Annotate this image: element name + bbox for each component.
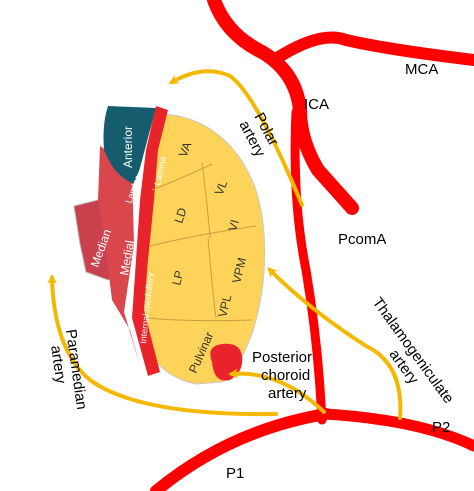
anterior-region <box>103 106 156 184</box>
supply-arrows <box>47 69 403 420</box>
mca-label: MCA <box>405 61 438 78</box>
pcoma-vessel <box>290 107 327 425</box>
ica-label: ICA <box>304 96 329 113</box>
vessels <box>150 0 474 491</box>
svg-text:artery: artery <box>268 385 307 402</box>
lateral-nuclei-region <box>135 113 266 385</box>
posterior-choroid-artery-arrow <box>228 368 326 414</box>
p2-label: P2 <box>432 419 450 436</box>
p2-vessel <box>320 408 474 452</box>
svg-text:artery: artery <box>47 344 69 385</box>
svg-text:choroid: choroid <box>261 367 310 384</box>
internal-medullary-lamina <box>132 106 168 376</box>
pcoma-label: PcomA <box>338 231 386 248</box>
medial-label: Medial <box>117 239 137 276</box>
vpm-label: VPM <box>229 256 249 285</box>
anterior-label: Anterior <box>121 126 135 168</box>
paramedian-artery-arrow <box>47 274 278 417</box>
posterior-choroid-artery-label: Posterior choroid artery <box>252 349 312 402</box>
polar-artery-arrow <box>168 69 304 207</box>
p1-vessel <box>150 408 332 491</box>
ica-vessel <box>207 0 359 215</box>
svg-text:Thalamogeniculate: Thalamogeniculate <box>369 294 457 407</box>
medial-region <box>98 146 140 366</box>
p1-label: P1 <box>226 465 244 482</box>
polar-artery-label: Polar artery <box>235 110 281 160</box>
lp-label: LP <box>169 269 186 287</box>
paramedian-artery-label: Paramedian artery <box>47 328 90 410</box>
vi-label: VI <box>225 218 242 233</box>
ld-label: LD <box>172 206 190 225</box>
nucleus-boundaries <box>145 161 257 322</box>
thalamogeniculate-artery-arrow <box>267 267 403 420</box>
thalamus <box>73 106 266 385</box>
mca-vessel <box>268 31 474 66</box>
vpl-label: VPL <box>215 293 234 319</box>
svg-text:Posterior: Posterior <box>252 349 312 366</box>
thalamogeniculate-artery-label: Thalamogeniculate artery <box>369 294 457 407</box>
vl-label: VL <box>212 178 231 197</box>
va-label: VA <box>176 140 195 159</box>
